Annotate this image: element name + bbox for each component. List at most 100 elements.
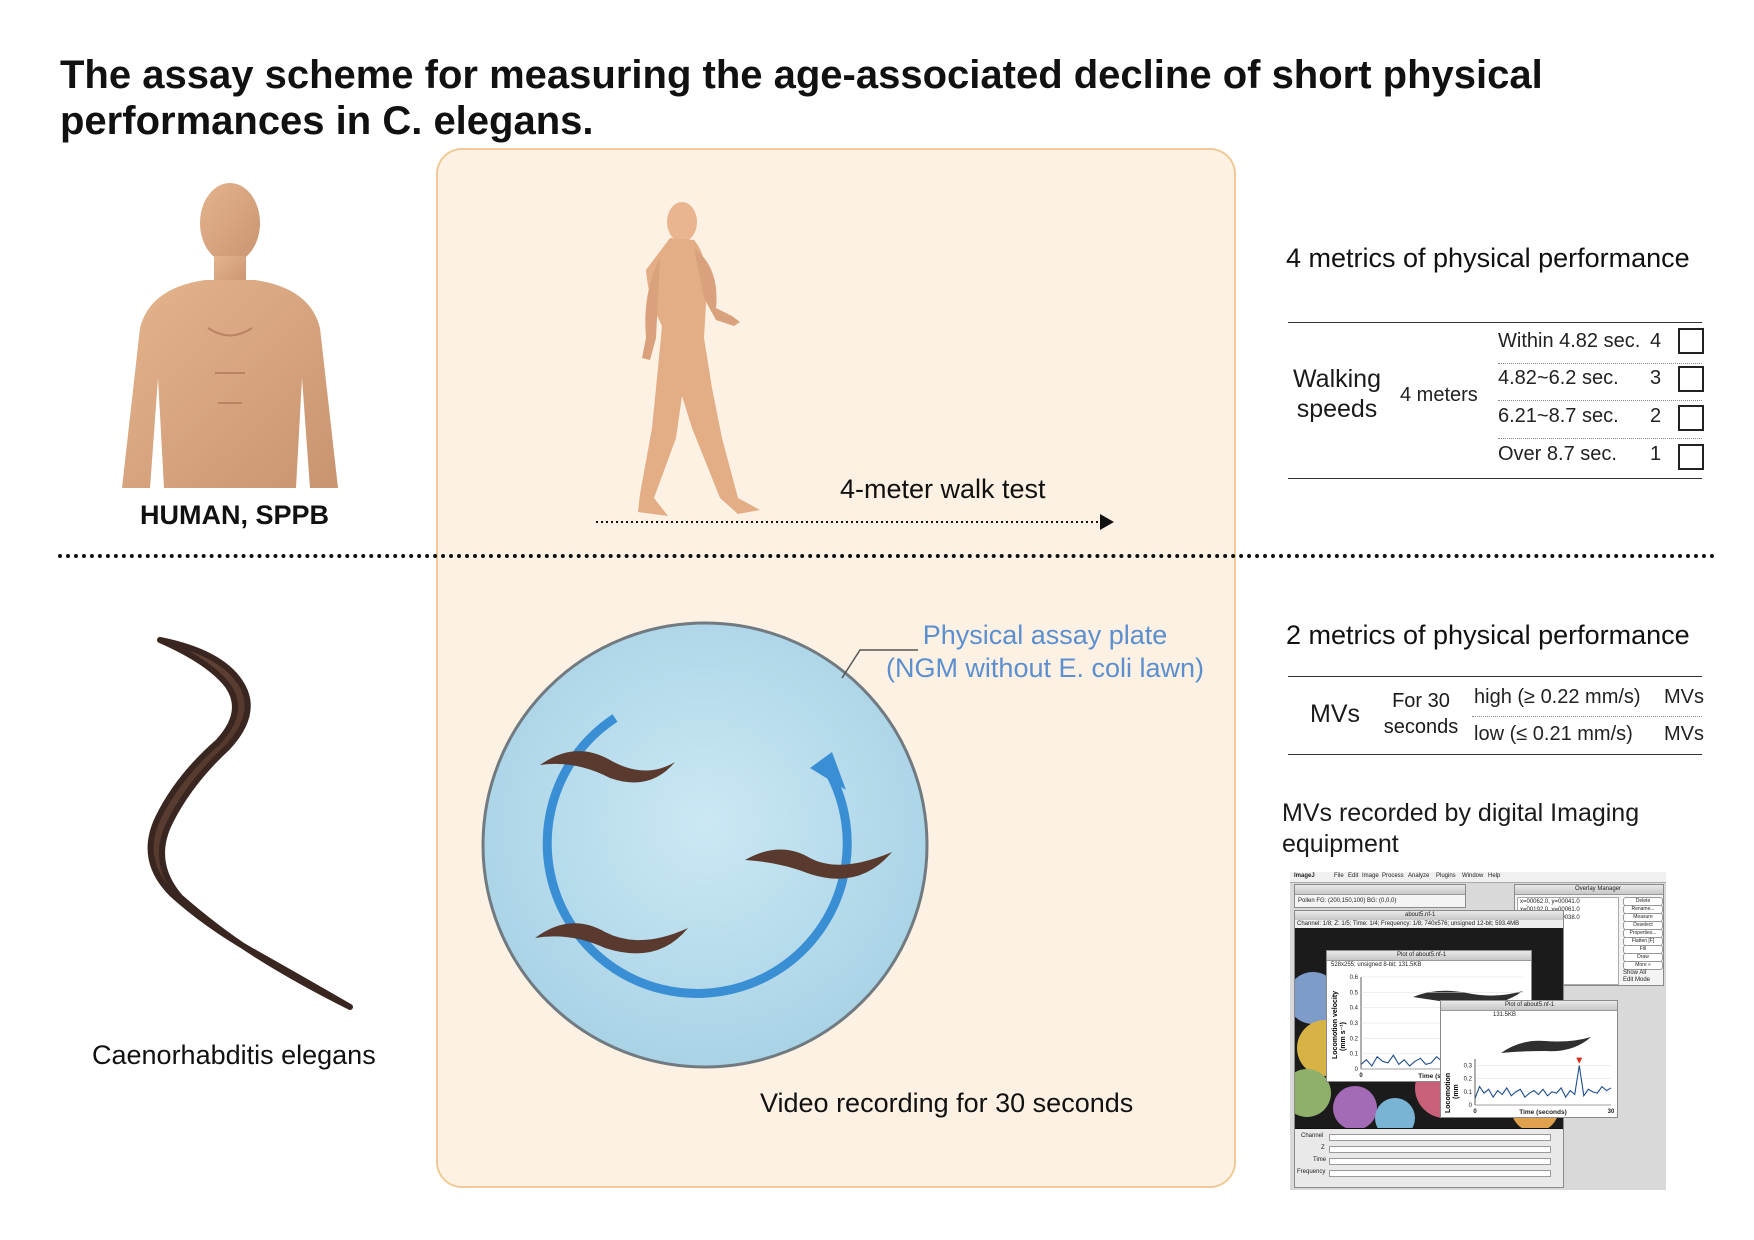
mvs-label: MVs <box>1310 700 1360 728</box>
metric-row-time: Within 4.82 sec. <box>1498 330 1641 352</box>
walk-distance-arrow <box>596 514 1114 530</box>
plot-window-2: Plot of about5.nf-1 131.5KB Locomotion (… <box>1440 1000 1618 1118</box>
score-checkbox[interactable] <box>1678 405 1704 431</box>
section-divider <box>58 554 1716 558</box>
y-tick-label: 0.1 <box>1350 1052 1359 1058</box>
app-menu-item[interactable]: Edit <box>1348 873 1359 879</box>
metric-row-score: 4 <box>1650 330 1662 352</box>
table-bottom-rule <box>1288 754 1702 755</box>
plot-window-title: Plot of about5.nf-1 <box>1505 1002 1555 1008</box>
app-menu-item[interactable]: Image <box>1362 873 1379 879</box>
app-menu-item[interactable]: Analyze <box>1408 873 1430 879</box>
metric-row-time: Over 8.7 sec. <box>1498 443 1617 465</box>
table-bottom-rule <box>1288 478 1702 479</box>
metric-row-time: 4.82~6.2 sec. <box>1498 367 1619 389</box>
app-menu-item[interactable]: Process <box>1382 873 1404 879</box>
x-tick-label: 30 <box>1608 1109 1615 1115</box>
app-menu-item[interactable]: ImageJ <box>1294 873 1315 879</box>
y-tick-label: 0.2 <box>1350 1036 1359 1042</box>
edit-mode-checkbox[interactable]: Edit Mode <box>1623 977 1651 983</box>
y-tick-label: 0 <box>1469 1103 1473 1109</box>
plot-1-ylabel-unit: (mm s⁻¹) <box>1340 1022 1347 1051</box>
recording-heading-line-1: MVs recorded by digital Imaging <box>1282 799 1640 827</box>
duration-line-2: seconds <box>1383 716 1459 738</box>
y-tick-label: 0.3 <box>1350 1021 1359 1027</box>
plot-2-ylabel: Locomotion <box>1445 1073 1452 1113</box>
plot-2-ylabel-unit: (mm <box>1453 1084 1460 1099</box>
score-checkbox[interactable] <box>1678 328 1704 354</box>
mv-row-text: low (≤ 0.21 mm/s) <box>1474 723 1633 745</box>
figure-title: The assay scheme for measuring the age-a… <box>60 53 1543 143</box>
worm-label: Caenorhabditis elegans <box>92 1040 376 1070</box>
mv-row-text: high (≥ 0.22 mm/s) <box>1474 686 1641 708</box>
human-label: HUMAN, SPPB <box>140 500 330 530</box>
app-menu-item[interactable]: Plugins <box>1436 873 1456 879</box>
metric-row-score: 2 <box>1650 405 1662 427</box>
plate-callout-line <box>841 649 918 679</box>
assay-plate-diagram <box>481 621 929 1069</box>
app-menu-bar: ImageJ File Edit Image Process Analyze P… <box>1290 872 1666 883</box>
human-standing-figure <box>122 183 338 488</box>
score-checkbox[interactable] <box>1678 366 1704 392</box>
walking-human-figure <box>638 202 760 516</box>
y-tick-label: 0.4 <box>1350 1006 1359 1012</box>
frequency-slider[interactable] <box>1329 1170 1551 1177</box>
imagej-screenshot: ImageJ File Edit Image Process Analyze P… <box>1290 872 1666 1190</box>
overlay-coord[interactable]: x=00062.0, y=00041.0 <box>1520 899 1580 905</box>
duration-label: For 30 seconds <box>1378 688 1464 740</box>
worm-metrics-heading: 2 metrics of physical performance <box>1286 620 1690 650</box>
toolbar-status: Pollen FG: (200,150,100) BG: (0,0,0) <box>1298 898 1397 904</box>
image-info-bar: Channel: 1/8; Z: 1/5; Time: 1/4; Frequen… <box>1295 920 1563 928</box>
row-rule <box>1498 438 1702 439</box>
plate-label-line-2: (NGM without E. coli lawn) <box>885 653 1205 683</box>
x-tick-label: 0 <box>1473 1109 1477 1115</box>
image-window-title: about5.nf-1 <box>1405 912 1436 918</box>
plot-window-title: Plot of about5.nf-1 <box>1397 952 1447 958</box>
x-tick-label: 0 <box>1359 1073 1363 1079</box>
c-elegans-worm-image <box>147 637 353 1010</box>
small-worm-1 <box>540 751 675 783</box>
time-slider[interactable] <box>1329 1158 1551 1165</box>
app-menu-item[interactable]: Window <box>1462 873 1484 879</box>
mv-row-unit: MVs <box>1664 686 1704 708</box>
y-tick-label: 0.1 <box>1464 1090 1473 1096</box>
overlay-button-column: Delete Rename... Measure Deselect Proper… <box>1619 897 1665 985</box>
plot-1-ylabel: Locomotion velocity <box>1332 991 1339 1059</box>
row-rule <box>1498 363 1702 364</box>
show-all-checkbox[interactable]: Show All <box>1623 970 1647 976</box>
channel-slider[interactable] <box>1329 1134 1551 1141</box>
small-worm-2 <box>745 849 892 879</box>
y-tick-label: 0.3 <box>1464 1064 1473 1070</box>
peak-marker <box>1576 1057 1583 1064</box>
z-slider[interactable] <box>1329 1146 1551 1153</box>
rotation-arrow-head <box>810 752 846 790</box>
table-top-rule <box>1288 322 1702 323</box>
app-menu-item[interactable]: Help <box>1488 873 1501 879</box>
y-tick-label: 0.5 <box>1350 990 1359 996</box>
metric-row-time: 6.21~8.7 sec. <box>1498 405 1619 427</box>
mv-row-unit: MVs <box>1664 723 1704 745</box>
plot-info: 528x255; unsigned 8-bit; 131.5KB <box>1331 962 1422 968</box>
velocity-series-line <box>1474 1065 1612 1099</box>
plot-info: 131.5KB <box>1493 1012 1517 1018</box>
duration-line-1: For 30 <box>1392 690 1450 712</box>
image-info: Channel: 1/8; Z: 1/5; Time: 1/4; Frequen… <box>1297 921 1520 927</box>
app-menu-item[interactable]: File <box>1334 873 1344 879</box>
video-label: Video recording for 30 seconds <box>760 1088 1134 1118</box>
plot-2-worm-image <box>1501 1037 1591 1053</box>
y-tick-label: 0 <box>1355 1067 1359 1073</box>
recording-heading-line-2: equipment <box>1282 830 1399 858</box>
walking-speeds-line-2: speeds <box>1296 395 1378 423</box>
slider-label: Time <box>1313 1157 1327 1163</box>
table-top-rule <box>1288 676 1702 677</box>
y-tick-label: 0.6 <box>1350 975 1359 981</box>
y-tick-label: 0.2 <box>1464 1077 1473 1083</box>
slider-label: Z <box>1321 1145 1325 1151</box>
score-checkbox[interactable] <box>1678 444 1704 470</box>
walking-speeds-line-1: Walking <box>1293 365 1381 393</box>
row-rule <box>1472 716 1702 717</box>
slider-label: Channel <box>1301 1133 1324 1139</box>
more-button[interactable]: More » <box>1623 961 1663 970</box>
plate-label: Physical assay plate (NGM without E. col… <box>880 619 1210 685</box>
plate-label-line-1: Physical assay plate <box>922 620 1168 650</box>
